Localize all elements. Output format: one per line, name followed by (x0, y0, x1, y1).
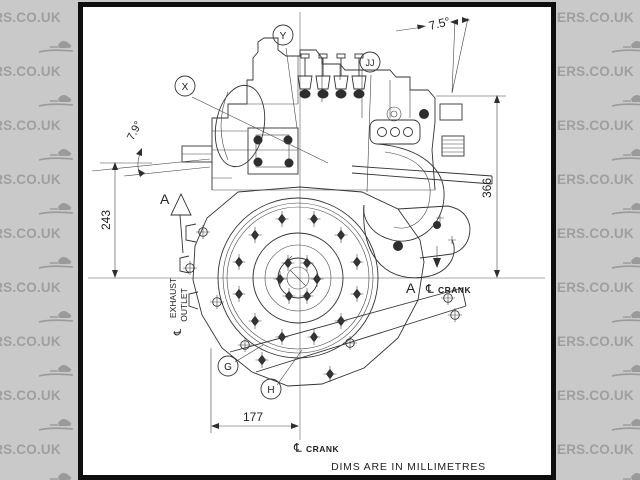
watermark-car-logo (38, 203, 74, 215)
watermark-car-logo (623, 473, 640, 480)
watermark-text-builders: ERS.CO.UK (0, 280, 61, 295)
watermark-tile: ERS.CO.UKLOCOST (557, 300, 640, 354)
watermark-car-logo (38, 149, 74, 161)
watermark-tile: ERS.CO.UKLOCOST (557, 192, 640, 246)
watermark-car-logo (611, 311, 640, 323)
watermark-tile: ERS.CO.UKLOCOS (0, 192, 78, 246)
watermark-tile: ERS.CO.UKLOCOST (557, 30, 640, 84)
watermark-strip-right: ERS.CO.UKLOCOSTERS.CO.UKLOCOSTERS.CO.UKL… (555, 0, 640, 480)
watermark-text-builders: ERS.CO.UK (557, 118, 634, 133)
watermark-tile: ERS.CO.UKLOCOS (0, 408, 78, 462)
watermark-text-builders: ERS.CO.UK (0, 64, 61, 79)
watermark-car-logo (611, 41, 640, 53)
watermark-text-builders: ERS.CO.UK (0, 226, 61, 241)
watermark-text-builders: ERS.CO.UK (0, 10, 61, 25)
watermark-tile: ERS.CO.UKLOCOS (0, 462, 78, 480)
watermark-car-logo (611, 257, 640, 269)
watermark-tile: ERS.CO.UKLOCOST (557, 138, 640, 192)
watermark-tile: ERS.CO.UKLOCOST (557, 354, 640, 408)
watermark-tile: ERS.CO.UKLOCOST (557, 0, 640, 30)
watermark-tile: ERS.CO.UKLOCOST (557, 462, 640, 480)
watermark-strip-left: ERS.CO.UKLOCOSERS.CO.UKLOCOSERS.CO.UKLOC… (0, 0, 78, 480)
watermark-car-logo (38, 257, 74, 269)
watermark-text-builders: ERS.CO.UK (557, 442, 634, 457)
watermark-text-builders: ERS.CO.UK (557, 226, 634, 241)
watermark-tile: ERS.CO.UKLOCOST (557, 246, 640, 300)
watermark-tile: ERS.CO.UKLOCOS (0, 300, 78, 354)
watermark-car-logo (609, 0, 640, 2)
watermark-car-logo (38, 419, 74, 431)
watermark-text-builders: ERS.CO.UK (557, 10, 634, 25)
watermark-tile: ERS.CO.UKLOCOS (0, 138, 78, 192)
watermark-text-builders: ERS.CO.UK (0, 388, 61, 403)
watermark-car-logo (611, 95, 640, 107)
watermark-text-builders: ERS.CO.UK (557, 280, 634, 295)
watermark-tile: ERS.CO.UKLOCOS (0, 354, 78, 408)
watermark-tile: ERS.CO.UKLOCOST (557, 84, 640, 138)
drawing-sheet (78, 2, 556, 480)
watermark-text-builders: ERS.CO.UK (0, 172, 61, 187)
watermark-text-builders: ERS.CO.UK (0, 118, 61, 133)
watermark-car-logo (611, 365, 640, 377)
watermark-car-logo (50, 473, 72, 480)
watermark-car-logo (36, 0, 76, 2)
watermark-car-logo (38, 365, 74, 377)
watermark-car-logo (38, 41, 74, 53)
watermark-car-logo (38, 311, 74, 323)
watermark-tile: ERS.CO.UKLOCOS (0, 84, 78, 138)
watermark-car-logo (611, 419, 640, 431)
watermark-text-builders: ERS.CO.UK (0, 442, 61, 457)
watermark-tile: ERS.CO.UKLOCOST (557, 408, 640, 462)
watermark-tile: ERS.CO.UKLOCOS (0, 0, 78, 30)
watermark-text-builders: ERS.CO.UK (0, 334, 61, 349)
watermark-text-builders: ERS.CO.UK (557, 388, 634, 403)
watermark-text-builders: ERS.CO.UK (557, 64, 634, 79)
watermark-car-logo (611, 203, 640, 215)
watermark-tile: ERS.CO.UKLOCOS (0, 30, 78, 84)
watermark-car-logo (38, 95, 74, 107)
watermark-text-builders: ERS.CO.UK (557, 334, 634, 349)
watermark-tile: ERS.CO.UKLOCOS (0, 246, 78, 300)
watermark-car-logo (611, 149, 640, 161)
watermark-text-builders: ERS.CO.UK (557, 172, 634, 187)
